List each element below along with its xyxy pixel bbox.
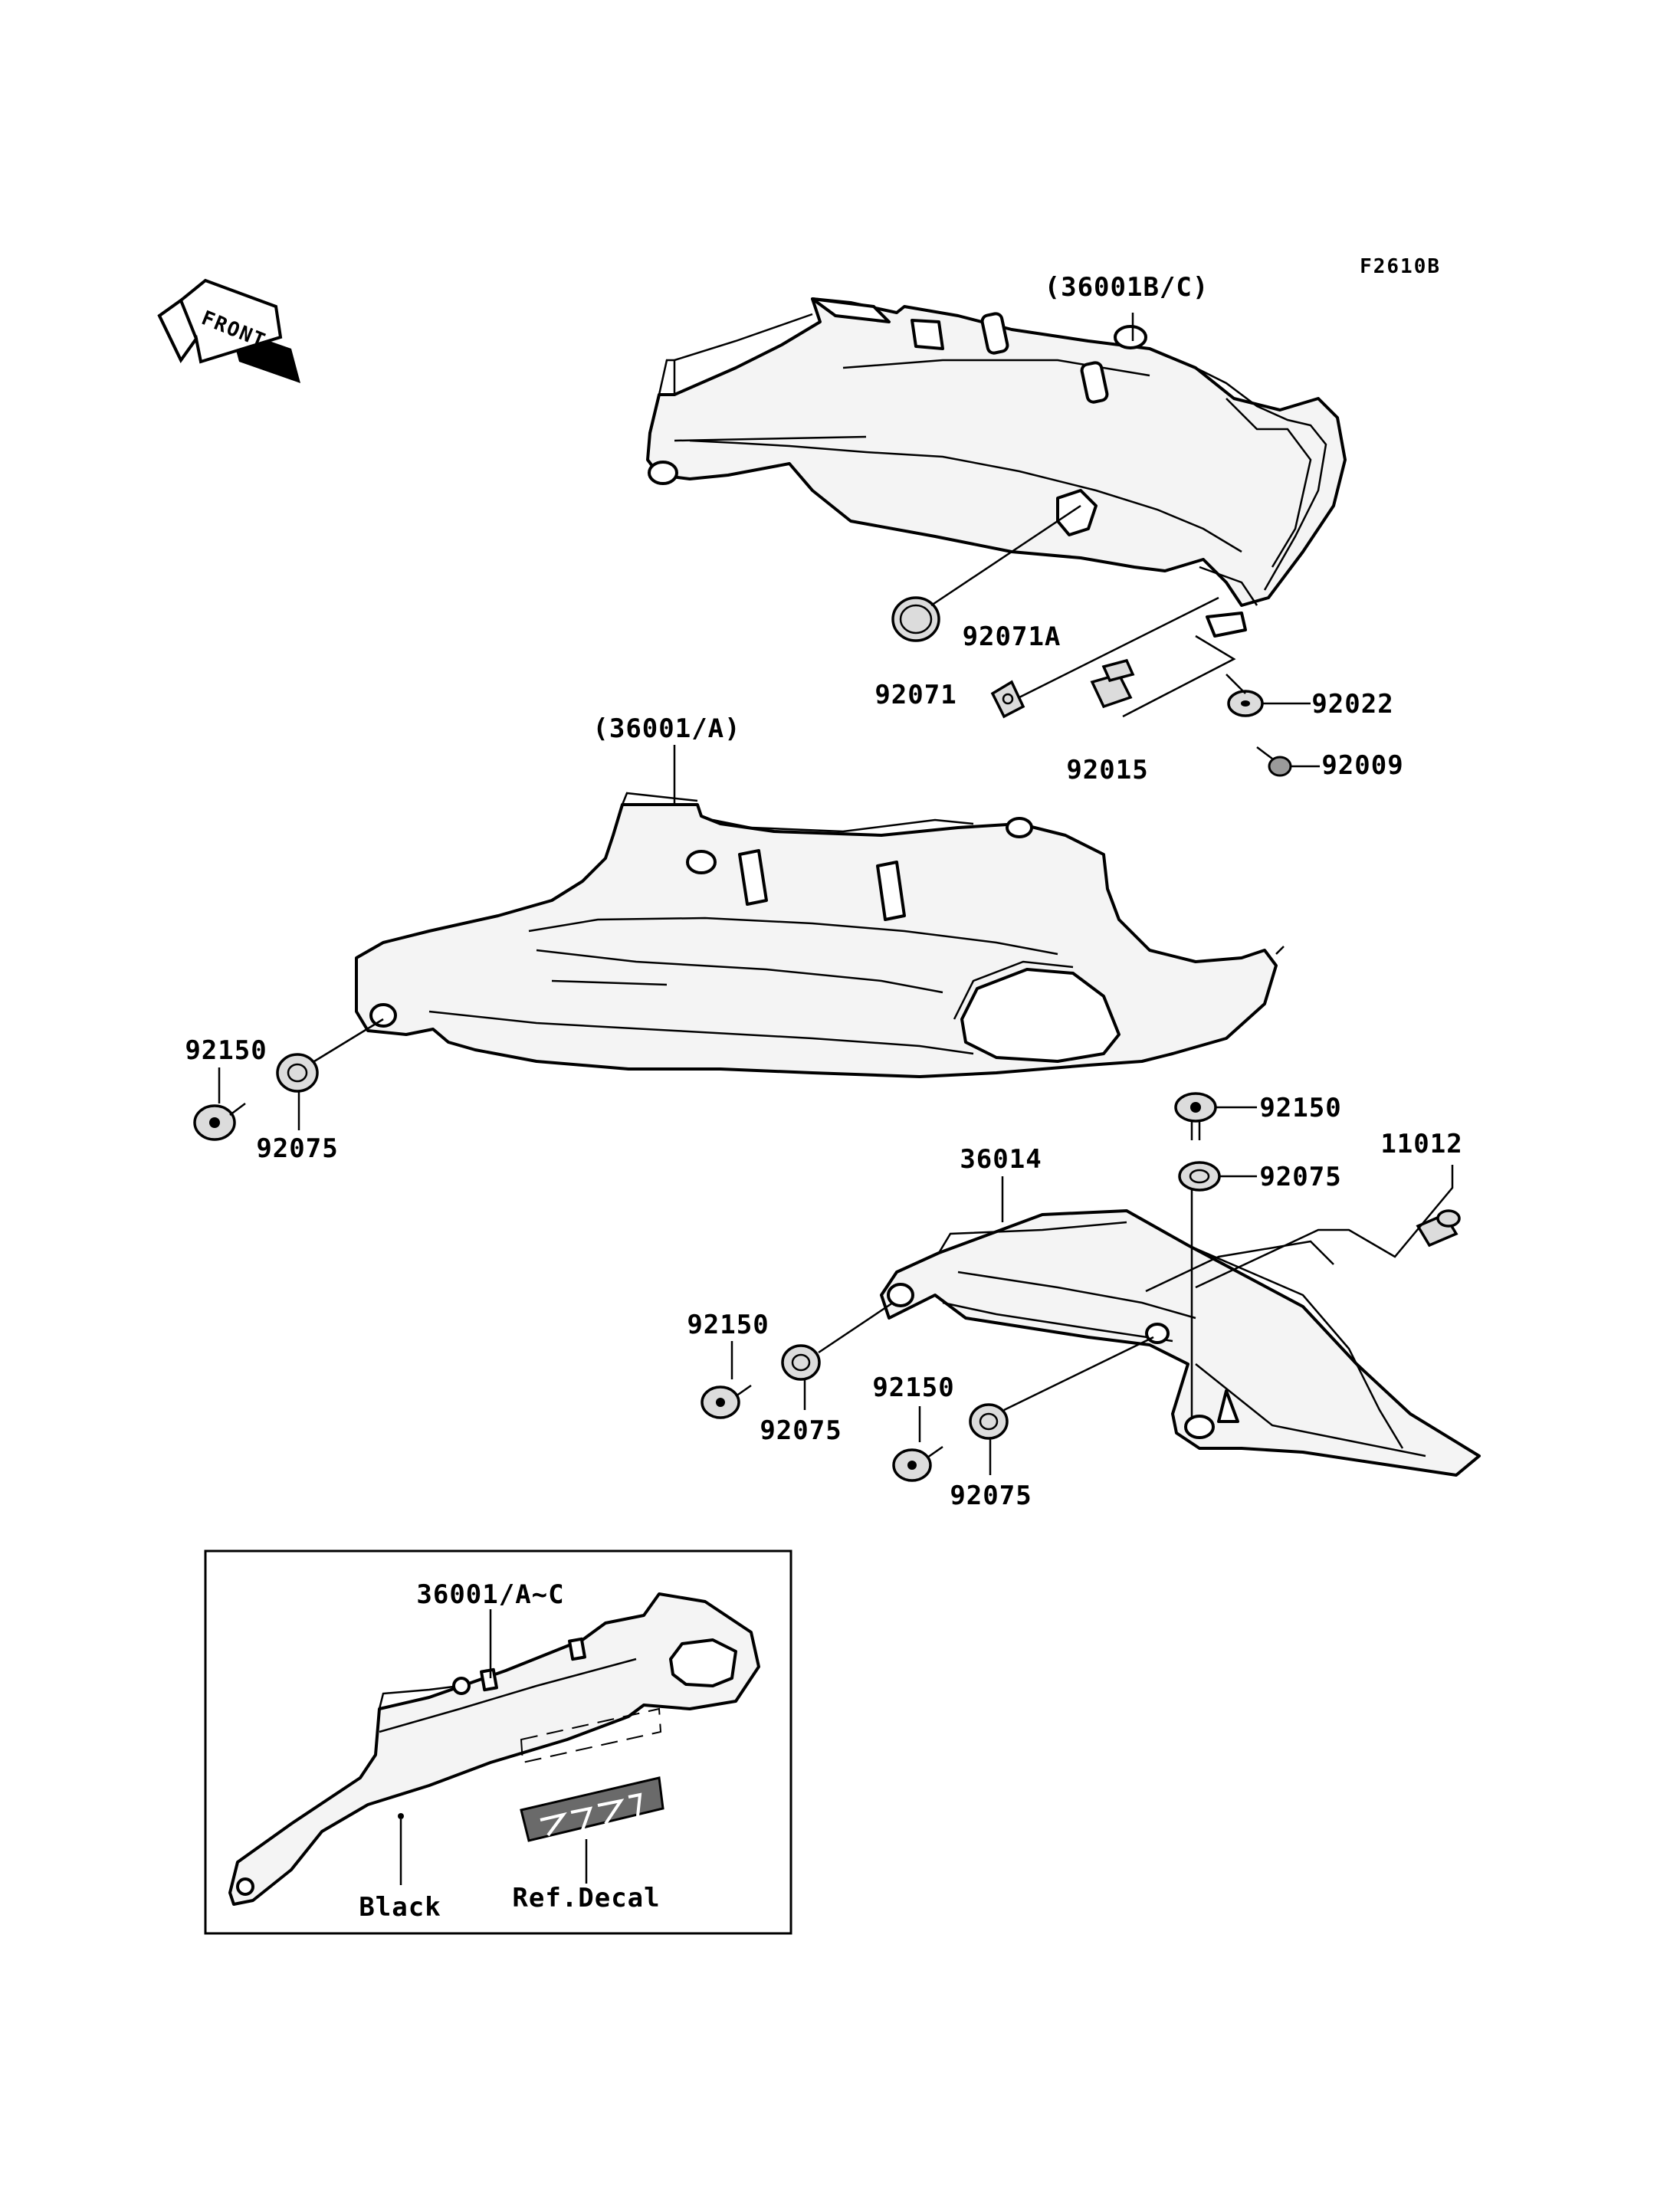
bolt-92150-mid bbox=[701, 1384, 752, 1419]
callout-92075-left: 92075 bbox=[256, 1133, 338, 1164]
callout-92022: 92022 bbox=[1311, 689, 1393, 720]
callout-36001bc: (36001B/C) bbox=[1045, 272, 1209, 303]
spacer-11012 bbox=[1416, 1209, 1461, 1248]
leader-92075-low-to-cover bbox=[1003, 1336, 1154, 1412]
leader-92075-left-to-cover bbox=[313, 1018, 384, 1063]
bolt-92009 bbox=[1256, 746, 1292, 777]
leader-92015 bbox=[1122, 635, 1236, 718]
callout-92015: 92015 bbox=[1066, 755, 1148, 785]
leader-92071 bbox=[930, 504, 1081, 607]
leader-92022-ext bbox=[1226, 674, 1246, 694]
bolt-92150-left bbox=[193, 1103, 246, 1141]
bolt-92150-low bbox=[892, 1445, 943, 1482]
callout-92071a: 92071A bbox=[963, 621, 1061, 652]
grommet-92075-low bbox=[969, 1403, 1009, 1440]
washer-92022 bbox=[1227, 690, 1264, 717]
callout-92075-right: 92075 bbox=[1259, 1162, 1341, 1192]
leader-92075-mid-to-cover bbox=[818, 1301, 894, 1354]
callout-92009: 92009 bbox=[1321, 750, 1403, 781]
clip-92015 bbox=[1090, 658, 1135, 709]
callout-92150-left: 92150 bbox=[185, 1035, 267, 1066]
inset-color-note: Black bbox=[359, 1892, 441, 1923]
callout-92150-low: 92150 bbox=[872, 1372, 954, 1403]
callout-92075-mid: 92075 bbox=[760, 1415, 842, 1446]
callout-36014: 36014 bbox=[960, 1144, 1042, 1175]
middle-side-cover bbox=[355, 792, 1285, 1078]
chain-cover-36014 bbox=[880, 1209, 1481, 1477]
inset-box bbox=[204, 1549, 792, 1935]
figure-code: F2610B bbox=[1360, 255, 1441, 278]
callout-36001a: (36001/A) bbox=[592, 713, 740, 744]
grommet-92075-right bbox=[1178, 1161, 1221, 1192]
clip-nut-92071a bbox=[990, 680, 1025, 719]
leader-92071a bbox=[1019, 596, 1219, 699]
callout-92150-mid: 92150 bbox=[687, 1310, 769, 1340]
callout-11012: 11012 bbox=[1380, 1129, 1462, 1159]
grommet-92071 bbox=[891, 596, 940, 642]
upper-side-cover bbox=[646, 297, 1347, 638]
front-arrow-icon: FRONT bbox=[157, 278, 300, 383]
callout-92150-right: 92150 bbox=[1259, 1093, 1341, 1123]
grommet-92075-mid bbox=[781, 1344, 821, 1381]
callout-92075-low: 92075 bbox=[950, 1481, 1032, 1511]
leader-11012 bbox=[1195, 1165, 1454, 1289]
bolt-92150-right bbox=[1174, 1092, 1217, 1140]
inset-decal-note: Ref.Decal bbox=[512, 1883, 660, 1913]
inset-part-label: 36001/A~C bbox=[416, 1579, 564, 1610]
zx11-decal bbox=[520, 1776, 664, 1842]
inset-cover bbox=[228, 1592, 760, 1906]
grommet-92075-left bbox=[276, 1053, 319, 1093]
callout-92071: 92071 bbox=[874, 680, 956, 710]
